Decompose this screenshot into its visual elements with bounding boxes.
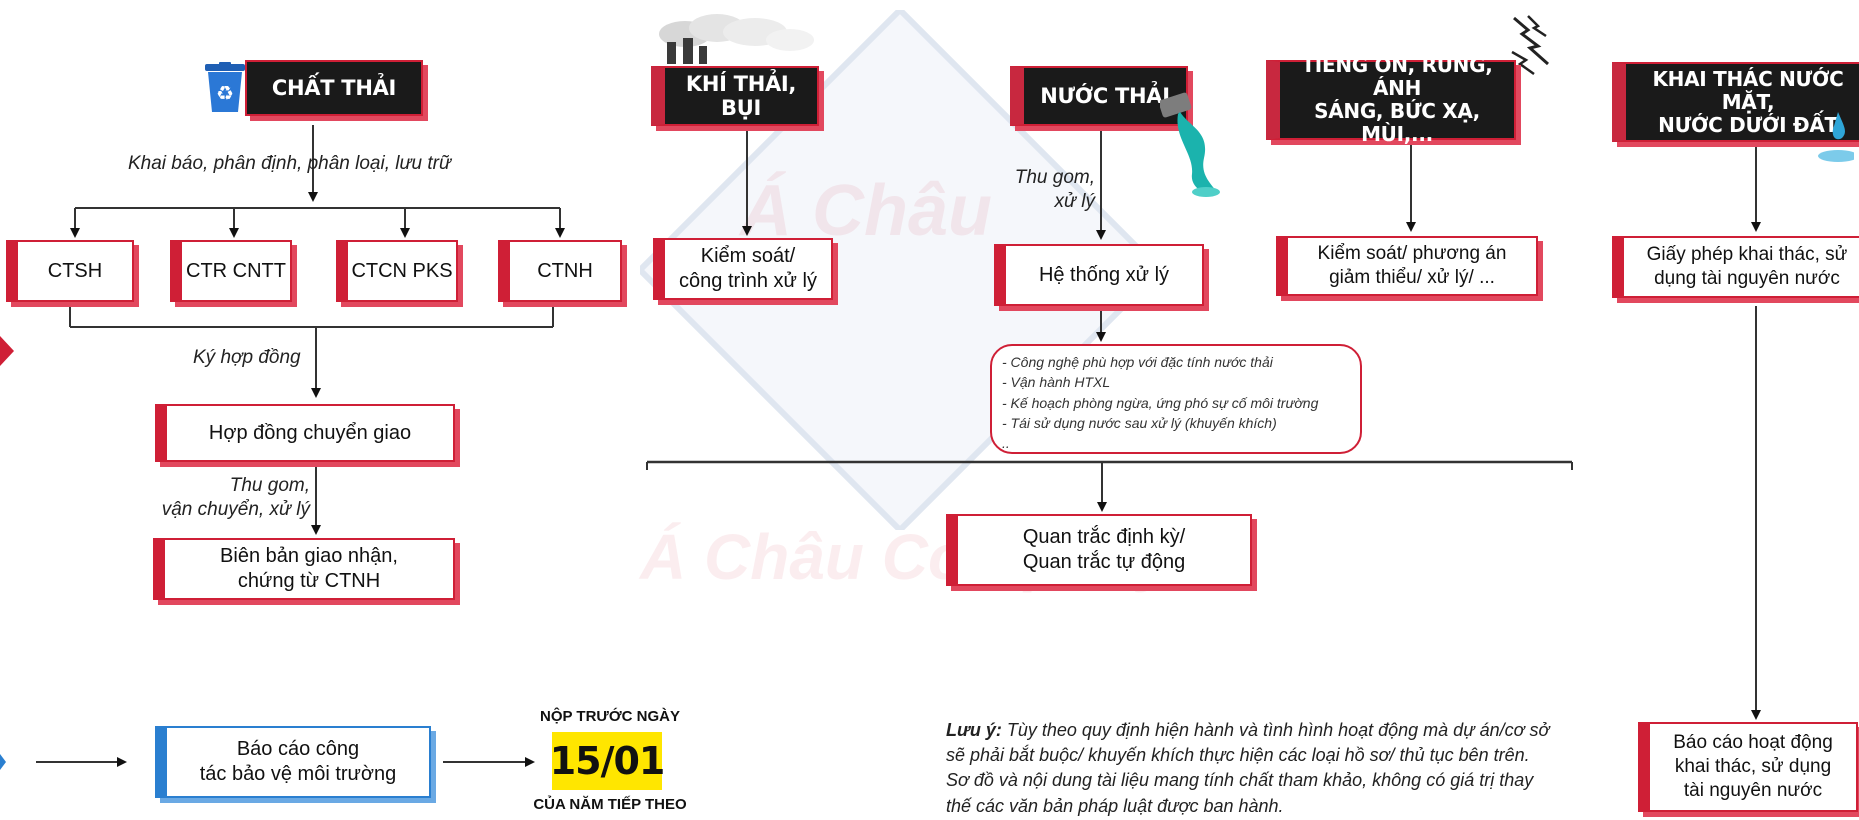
note-text: Tùy theo quy định hiện hành và tình hình… bbox=[946, 720, 1550, 816]
note-label: Lưu ý: bbox=[946, 720, 1002, 740]
box-ctcn-pks: CTCN PKS bbox=[336, 240, 458, 302]
header-khai-thac: KHAI THÁC NƯỚC MẶT, NƯỚC DƯỚI ĐẤT bbox=[1612, 62, 1859, 142]
watermark-text: Á Châu bbox=[740, 171, 992, 251]
note-item: - Kế hoạch phòng ngừa, ứng phó sự cố môi… bbox=[1002, 394, 1319, 411]
recycle-bin-icon: ♻ bbox=[203, 62, 247, 114]
disclaimer-note: Lưu ý: Tùy theo quy định hiện hành và tì… bbox=[946, 718, 1554, 819]
header-khi-thai: KHÍ THẢI, BỤI bbox=[651, 66, 819, 126]
label-contract: Ký hợp đồng bbox=[193, 347, 301, 368]
box-transfer-contract: Hợp đồng chuyển giao bbox=[155, 404, 455, 462]
box-env-report: Báo cáo công tác bảo vệ môi trường bbox=[155, 726, 431, 798]
note-item: - Tái sử dụng nước sau xử lý (khuyến khí… bbox=[1002, 414, 1277, 431]
header-chat-thai: CHẤT THẢI bbox=[245, 60, 423, 116]
box-ctr-cntt: CTR CNTT bbox=[170, 240, 292, 302]
submit-before-label: NỘP TRƯỚC NGÀY bbox=[540, 708, 680, 725]
lightning-noise-icon bbox=[1508, 12, 1556, 78]
header-nuoc-thai: NƯỚC THẢI bbox=[1010, 66, 1188, 126]
label-declare: Khai báo, phân định, phân loại, lưu trữ bbox=[128, 153, 452, 174]
deadline-date: 15/01 bbox=[550, 732, 665, 790]
box-water-report: Báo cáo hoạt động khai thác, sử dụng tài… bbox=[1638, 722, 1858, 812]
water-drop-icon bbox=[1794, 104, 1858, 164]
treatment-notes: - Công nghệ phù hợp với đặc tính nước th… bbox=[990, 344, 1362, 454]
header-tieng-on: TIẾNG ỒN, RUNG, ÁNH SÁNG, BỨC XẠ, MÙI,..… bbox=[1266, 54, 1516, 146]
next-year-label: CỦA NĂM TIẾP THEO bbox=[533, 796, 687, 813]
svg-text:♻: ♻ bbox=[216, 81, 234, 105]
box-delivery-record: Biên bản giao nhận, chứng từ CTNH bbox=[153, 538, 455, 600]
note-item: - Vận hành HTXL bbox=[1002, 374, 1111, 391]
box-treatment-system: Hệ thống xử lý bbox=[994, 244, 1204, 306]
pipe-water-icon bbox=[1158, 92, 1224, 202]
box-monitoring: Quan trắc định kỳ/ Quan trắc tự động bbox=[946, 514, 1252, 586]
label-collect-treat: Thu gom, xử lý bbox=[1014, 167, 1095, 212]
factory-smoke-icon bbox=[645, 12, 825, 64]
box-air-control: Kiểm soát/ công trình xử lý bbox=[653, 238, 833, 300]
label-collect-transport: Thu gom, vận chuyển, xử lý bbox=[161, 475, 310, 520]
box-noise-control: Kiểm soát/ phương án giảm thiểu/ xử lý/ … bbox=[1276, 236, 1538, 296]
box-water-license: Giấy phép khai thác, sử dụng tài nguyên … bbox=[1612, 236, 1859, 298]
box-ctsh: CTSH bbox=[6, 240, 134, 302]
note-item: - Công nghệ phù hợp với đặc tính nước th… bbox=[1002, 354, 1273, 370]
box-ctnh: CTNH bbox=[498, 240, 622, 302]
note-item: .. bbox=[1002, 435, 1010, 452]
